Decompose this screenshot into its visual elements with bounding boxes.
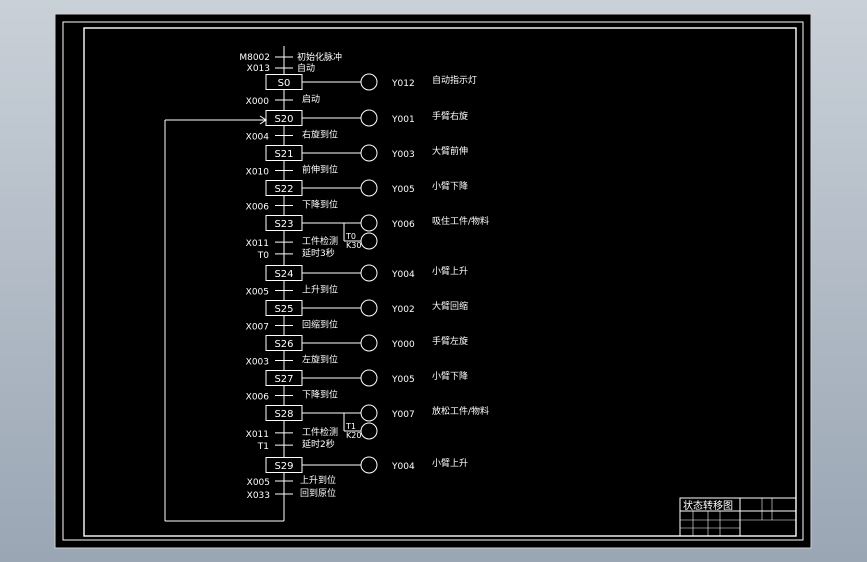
output-label: Y002 [391,305,415,315]
step-label: S29 [274,461,293,472]
drawing-frame-inner [83,27,797,537]
output-coil [360,369,378,387]
transition-note: 左旋到位 [302,354,338,366]
step-label: S28 [274,409,293,420]
state-transition-diagram: M8002 初始化脉冲 X013 自动 S0 Y012 自动指示灯 S20 Y001 手臂右旋 S2… [164,46,489,522]
transition-signal: X011 [246,239,269,249]
return-arrow [259,115,267,125]
transition-signal: T1 [257,442,269,452]
output-desc: 手臂左旋 [432,335,468,347]
sheet-background [54,13,812,549]
output-label: Y004 [391,270,415,280]
step-label: S25 [274,304,293,315]
timer-label: T1 [345,422,356,431]
transition-note: 回到原位 [300,487,336,499]
transition-note: 前伸到位 [302,164,338,176]
output-desc: 放松工件/物料 [432,405,489,417]
transition-signal: X004 [246,133,270,143]
step-label: S26 [274,339,293,350]
transition-note: 回缩到位 [302,319,338,331]
output-coil [360,214,378,232]
output-coil [360,73,378,91]
output-label: Y005 [391,185,415,195]
transition-signal: X005 [246,288,269,298]
timer-coil [360,232,378,250]
output-label: Y000 [391,340,415,350]
output-coil [360,404,378,422]
output-label: Y003 [391,150,415,160]
output-label: Y005 [391,375,415,385]
transition-signal: X011 [246,430,269,440]
timer-constant: K20 [346,431,361,440]
transition-signal: X010 [246,168,270,178]
title-block: 状态转移图 [679,497,797,537]
drawing-frame-outer [62,21,804,541]
transition-signal: X007 [246,323,269,333]
transition-note: 启动 [302,93,320,105]
transition-note: 上升到位 [300,474,336,486]
output-coil [360,334,378,352]
output-desc: 小臂上升 [432,457,468,469]
transition-note: 工件检测 [302,235,338,247]
output-label: Y007 [391,410,415,420]
transition-note: 初始化脉冲 [297,51,342,63]
output-desc: 手臂右旋 [432,110,468,122]
transition-note: 延时2秒 [302,438,335,450]
output-coil [360,264,378,282]
output-desc: 小臂上升 [432,265,468,277]
step-label: S22 [274,184,293,195]
transition-signal: X006 [246,203,270,213]
step-label: S24 [274,269,293,280]
transition-signal: M8002 [239,53,270,63]
output-coil [360,179,378,197]
transition-signal: X003 [246,358,269,368]
step-label: S0 [278,78,291,89]
diagram-title: 状态转移图 [683,499,733,512]
transition-note: 自动 [297,62,315,74]
output-label: Y001 [391,115,415,125]
step-label: S20 [274,114,293,125]
output-desc: 吸住工件/物料 [432,215,489,227]
output-desc: 大臂回缩 [432,300,468,312]
output-coil [360,109,378,127]
transition-note: 下降到位 [302,389,338,401]
transition-note: 工件检测 [302,426,338,438]
timer-constant: K30 [346,241,361,250]
output-label: Y004 [391,462,415,472]
timer-label: T0 [345,232,356,241]
transition-signal: T0 [257,251,269,261]
transition-note: 延时3秒 [302,247,335,259]
output-desc: 小臂下降 [432,180,468,192]
step-label: S23 [274,219,293,230]
transition-signal: X006 [246,393,270,403]
output-desc: 大臂前伸 [432,145,468,157]
output-desc: 自动指示灯 [432,74,477,86]
output-desc: 小臂下降 [432,370,468,382]
output-coil [360,456,378,474]
output-coil [360,144,378,162]
transition-signal: X000 [246,97,270,107]
output-label: Y006 [391,220,415,230]
transition-signal: X013 [247,64,270,74]
step-label: S21 [274,149,293,160]
transition-note: 上升到位 [302,284,338,296]
transition-note: 右旋到位 [302,129,338,141]
output-coil [360,299,378,317]
timer-coil [360,422,378,440]
step-label: S27 [274,374,293,385]
transition-signal: X033 [247,491,270,501]
transition-note: 下降到位 [302,199,338,211]
output-label: Y012 [391,79,415,89]
transition-signal: X005 [247,478,270,488]
